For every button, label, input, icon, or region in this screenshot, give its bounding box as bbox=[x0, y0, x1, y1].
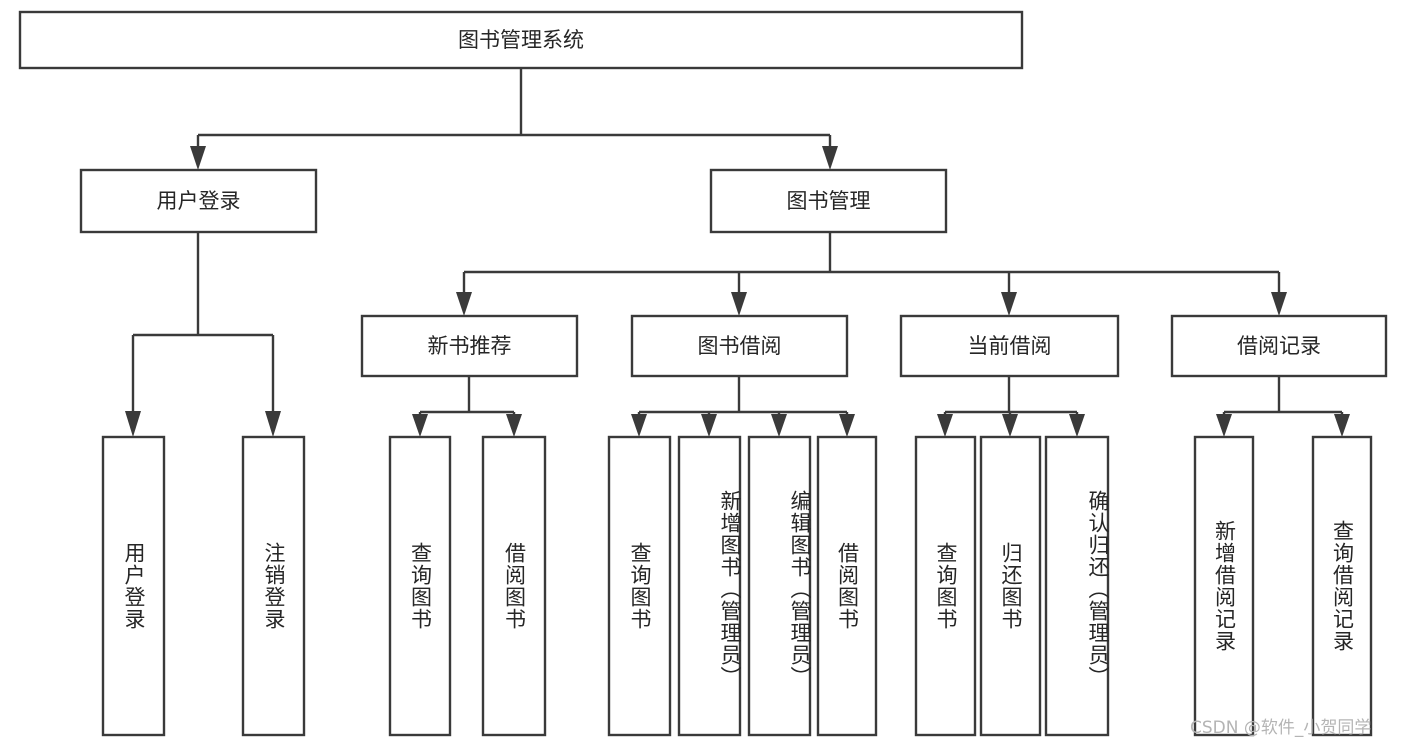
leaf-rect-return-book[interactable] bbox=[979, 435, 1042, 737]
node-new-book-recommend[interactable]: 新书推荐 bbox=[360, 314, 579, 378]
node-current-borrow-rect[interactable] bbox=[899, 314, 1120, 378]
leaf-rect-add-book-admin[interactable] bbox=[677, 435, 742, 737]
arrow-head-leaf-user-login bbox=[125, 411, 141, 437]
leaf-rects bbox=[101, 435, 1373, 737]
arrow-head-nbr-leaf-1 bbox=[412, 414, 428, 437]
arrow-head-leaf-logout bbox=[265, 411, 281, 437]
node-user-login[interactable]: 用户登录 bbox=[79, 168, 318, 234]
arrow-head-book-borrow bbox=[731, 292, 747, 316]
leaf-rect-query-book-nbr[interactable] bbox=[388, 435, 452, 737]
node-root-rect[interactable] bbox=[18, 10, 1024, 70]
node-current-borrow-label: 当前借阅 bbox=[968, 334, 1052, 358]
arrow-head-bb-leaf-1 bbox=[631, 414, 647, 437]
connector-group-root bbox=[190, 68, 838, 170]
leaf-rect-query-book-bb[interactable] bbox=[607, 435, 672, 737]
node-user-login-rect[interactable] bbox=[79, 168, 318, 234]
node-user-login-label: 用户登录 bbox=[157, 189, 241, 213]
connector-group-borrow-record bbox=[1216, 376, 1350, 437]
node-book-management-label: 图书管理 bbox=[787, 189, 871, 213]
leaf-rect-add-borrow-record[interactable] bbox=[1193, 435, 1255, 737]
leaf-rect-borrow-book-bb[interactable] bbox=[816, 435, 878, 737]
arrow-head-user-login bbox=[190, 146, 206, 170]
node-book-borrow[interactable]: 图书借阅 bbox=[630, 314, 849, 378]
leaf-rect-user-login[interactable] bbox=[101, 435, 166, 737]
node-current-borrow[interactable]: 当前借阅 bbox=[899, 314, 1120, 378]
leaf-rect-query-book-cb[interactable] bbox=[914, 435, 977, 737]
node-borrow-record-rect[interactable] bbox=[1170, 314, 1388, 378]
arrow-head-nbr-leaf-2 bbox=[506, 414, 522, 437]
arrow-head-br-leaf-2 bbox=[1334, 414, 1350, 437]
node-book-management-rect[interactable] bbox=[709, 168, 948, 234]
arrow-head-bb-leaf-4 bbox=[839, 414, 855, 437]
node-root[interactable]: 图书管理系统 bbox=[18, 10, 1024, 70]
node-borrow-record-label: 借阅记录 bbox=[1237, 334, 1321, 358]
arrow-head-cb-leaf-1 bbox=[937, 414, 953, 437]
leaf-rect-borrow-book-nbr[interactable] bbox=[481, 435, 547, 737]
leaf-rect-confirm-return-admin[interactable] bbox=[1044, 435, 1110, 737]
leaf-rect-logout[interactable] bbox=[241, 435, 306, 737]
node-new-book-recommend-rect[interactable] bbox=[360, 314, 579, 378]
arrow-head-bb-leaf-2 bbox=[701, 414, 717, 437]
connector-group-new-book-rec bbox=[412, 376, 522, 437]
arrow-head-current-borrow bbox=[1001, 292, 1017, 316]
watermark-text: CSDN @软件_小贺同学 bbox=[1190, 718, 1372, 738]
leaf-rect-edit-book-admin[interactable] bbox=[747, 435, 812, 737]
node-root-label: 图书管理系统 bbox=[458, 28, 584, 52]
arrow-head-new-book-rec bbox=[456, 292, 472, 316]
connector-group-user-login bbox=[125, 232, 281, 437]
leaf-rect-query-borrow-record[interactable] bbox=[1311, 435, 1373, 737]
node-new-book-recommend-label: 新书推荐 bbox=[428, 334, 512, 358]
arrow-head-cb-leaf-2 bbox=[1002, 414, 1018, 437]
arrow-head-book-mgmt bbox=[822, 146, 838, 170]
arrow-head-bb-leaf-3 bbox=[771, 414, 787, 437]
arrow-head-borrow-record bbox=[1271, 292, 1287, 316]
arrow-head-cb-leaf-3 bbox=[1069, 414, 1085, 437]
connector-group-book-borrow bbox=[631, 376, 855, 437]
node-book-borrow-rect[interactable] bbox=[630, 314, 849, 378]
arrow-head-br-leaf-1 bbox=[1216, 414, 1232, 437]
node-book-management[interactable]: 图书管理 bbox=[709, 168, 948, 234]
connector-group-book-mgmt bbox=[456, 232, 1287, 316]
node-book-borrow-label: 图书借阅 bbox=[698, 334, 782, 358]
node-borrow-record[interactable]: 借阅记录 bbox=[1170, 314, 1388, 378]
connector-group-current-borrow bbox=[937, 376, 1085, 437]
